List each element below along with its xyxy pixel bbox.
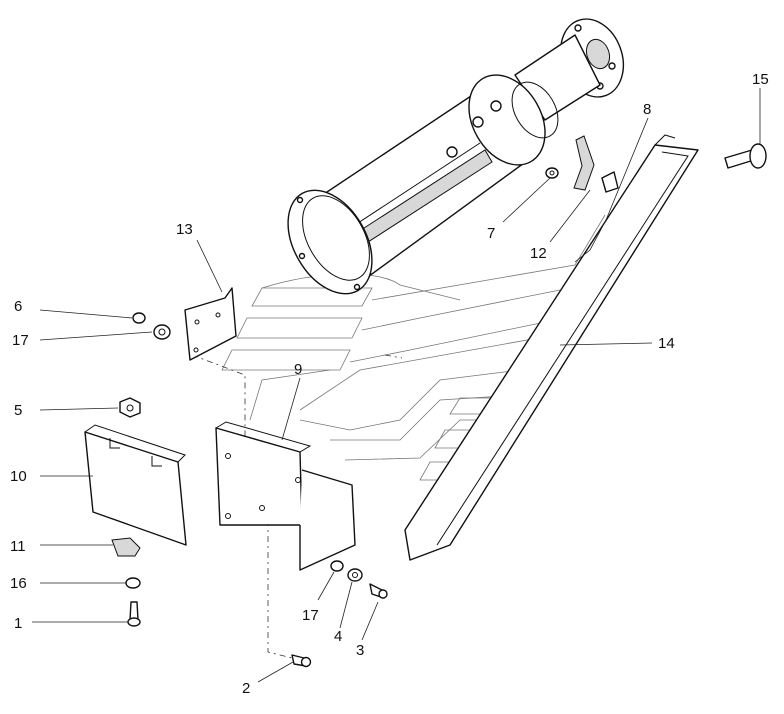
callout-10: 10 — [10, 468, 27, 485]
part-4-washer — [347, 568, 363, 582]
part-7-nut — [545, 167, 559, 179]
callout-3: 3 — [356, 642, 364, 659]
callout-14: 14 — [658, 335, 675, 352]
part-1-bolt — [127, 601, 141, 627]
part-15-carriage-bolt — [724, 143, 767, 169]
part-17-washer-lower — [330, 560, 344, 572]
part-16-washer — [125, 577, 141, 589]
callout-11: 11 — [10, 538, 26, 555]
callout-9: 9 — [294, 361, 302, 378]
tube-assembly — [287, 18, 625, 295]
leader-lines — [32, 88, 761, 683]
callout-15: 15 — [752, 71, 769, 88]
part-11-block — [111, 537, 141, 557]
part-6-nut — [132, 312, 146, 324]
callout-13: 13 — [176, 221, 193, 238]
callout-6: 6 — [14, 298, 22, 315]
callout-8: 8 — [643, 101, 651, 118]
callout-2: 2 — [242, 680, 250, 697]
callout-7: 7 — [487, 225, 495, 242]
part-3-bolt — [369, 583, 388, 599]
part-13-plate — [184, 287, 237, 361]
callout-16: 16 — [10, 575, 27, 592]
callout-5: 5 — [14, 402, 22, 419]
part-10-cover — [84, 424, 187, 546]
callout-labels: 15 8 13 7 12 6 17 14 9 5 10 11 16 1 17 4… — [10, 71, 769, 697]
callout-4: 4 — [334, 628, 342, 645]
part-5-hex-nut — [119, 397, 141, 418]
callout-17-lower: 17 — [302, 607, 319, 624]
part-12-latch-bracket — [573, 135, 619, 193]
part-2-bolt — [291, 654, 312, 668]
callout-1: 1 — [14, 615, 22, 632]
callout-17-upper: 17 — [12, 332, 29, 349]
part-17-washer-upper — [153, 324, 171, 340]
callout-12: 12 — [530, 245, 547, 262]
part-9-bracket — [215, 421, 356, 571]
part-14-channel — [404, 134, 699, 561]
